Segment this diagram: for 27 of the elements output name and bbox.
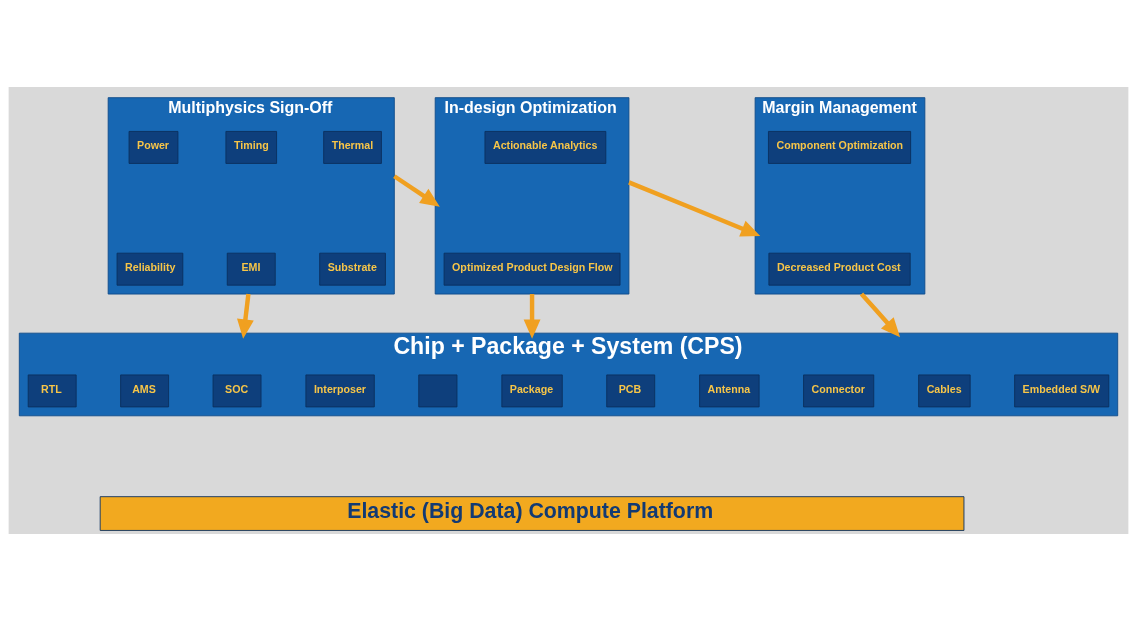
node-box: Decreased Product Cost [768,252,911,286]
node-box: Substrate [319,252,386,286]
node-box: Reliability [116,252,184,286]
node-box: Interposer [305,374,375,407]
arrow [628,179,761,236]
node-box: SOC [212,374,262,407]
node-box [418,374,458,407]
arrow [859,292,901,337]
node-box: AMS [120,374,170,407]
node-box: Power [128,130,179,164]
arrow [393,173,440,207]
node-box: Package [501,374,563,407]
node-box: EMI [226,252,276,286]
node-box: Timing [225,130,277,164]
node-box: Component Optimization [768,130,912,164]
node-box: Connector [803,374,875,407]
node-box: Thermal [323,130,382,164]
node-box: Actionable Analytics [484,130,607,164]
node-box: Optimized Product Design Flow [443,252,621,286]
arrow [523,293,541,339]
node-box: RTL [27,374,77,407]
node-box: Cables [918,374,971,407]
node-box: PCB [606,374,656,407]
node-box: Embedded S/W [1014,374,1110,407]
node-box: Antenna [699,374,760,407]
arrow [237,293,254,339]
node-box: Elastic (Big Data) Compute Platform [99,495,965,531]
